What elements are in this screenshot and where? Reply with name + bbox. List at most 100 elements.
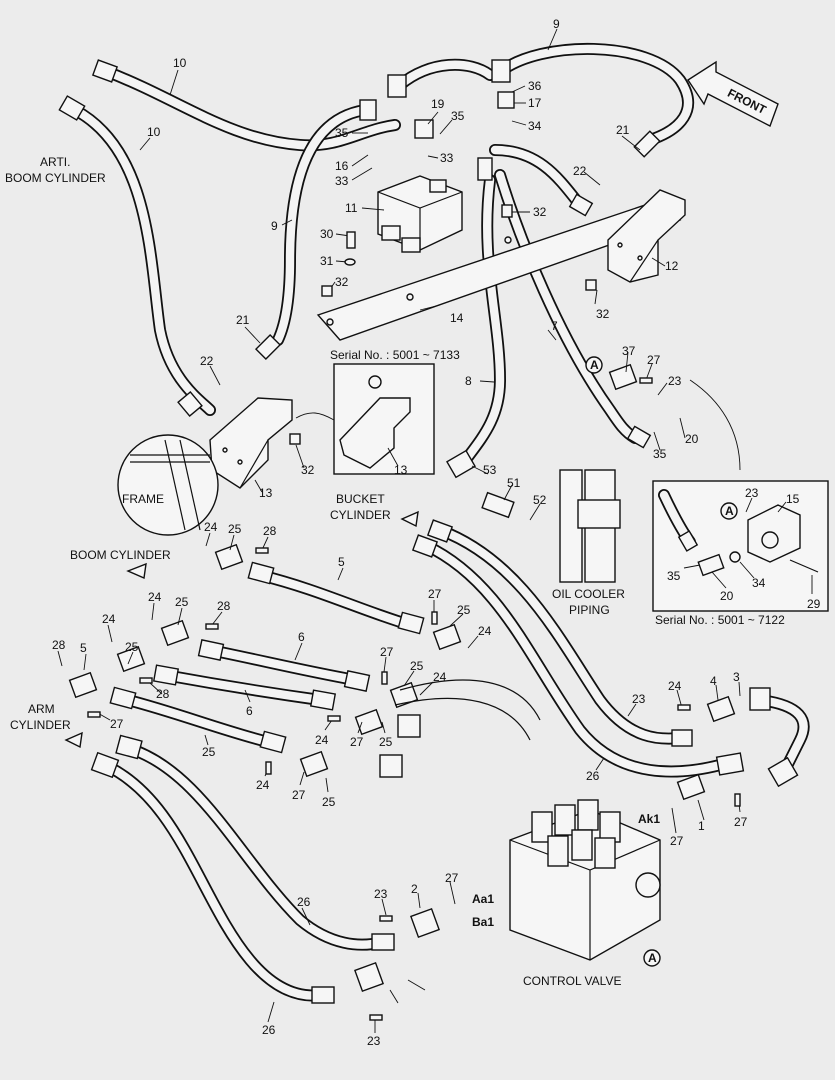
callout: 23 (374, 887, 388, 901)
callout: 28 (52, 638, 66, 652)
hose-6-upper (204, 644, 361, 686)
arti-boom-label-1: ARTI. (40, 155, 70, 169)
serial-7133-label: Serial No. : 5001 ~ 7133 (330, 348, 460, 362)
callout: 15 (786, 492, 800, 506)
svg-text:A: A (648, 951, 657, 965)
hose-8 (456, 174, 506, 471)
serial-inset-15 (652, 480, 829, 612)
callout: 36 (528, 79, 542, 93)
callout: 29 (807, 597, 821, 611)
hose-9-upper (494, 42, 694, 146)
callout: 35 (667, 569, 681, 583)
callout: 25 (228, 522, 242, 536)
callout: 17 (528, 96, 542, 110)
cylinder-lines (379, 679, 541, 778)
callout: 33 (440, 151, 454, 165)
hose-7 (494, 169, 641, 444)
callout: 21 (236, 313, 250, 327)
callout: 32 (301, 463, 315, 477)
callout: 23 (668, 374, 682, 388)
callout: 25 (175, 595, 189, 609)
callout: 28 (263, 524, 277, 538)
arm-label-2: CYLINDER (10, 718, 71, 732)
callout: 9 (271, 219, 278, 233)
callout: 27 (292, 788, 306, 802)
callout: 32 (533, 205, 547, 219)
callout: 16 (335, 159, 349, 173)
hose-4 (434, 524, 686, 745)
callout: 27 (647, 353, 661, 367)
hose-10-upper (102, 66, 401, 152)
hose-fittings (58, 59, 799, 1004)
bracket-12 (607, 189, 686, 283)
callout: 37 (622, 344, 636, 358)
callout: 24 (102, 612, 116, 626)
svg-text:A: A (725, 504, 734, 518)
bucket-arrow (400, 510, 419, 528)
callout: 25 (125, 640, 139, 654)
callout: 22 (200, 354, 214, 368)
bolts (87, 204, 741, 1021)
hose-5-lower (114, 692, 274, 748)
callout: 8 (465, 374, 472, 388)
inset-arrow-path (689, 379, 741, 471)
hose-9-left (272, 104, 371, 346)
callout: 25 (322, 795, 336, 809)
callout: 7 (551, 319, 558, 333)
callout: 25 (410, 659, 424, 673)
arti-boom-label-2: BOOM CYLINDER (5, 171, 106, 185)
callout: 24 (478, 624, 492, 638)
callout: 30 (320, 227, 334, 241)
control-valve (509, 799, 661, 961)
callout: 24 (148, 590, 162, 604)
callout: 24 (668, 679, 682, 693)
callouts: 9 10 10 36 17 19 35 34 35 16 33 33 21 22… (52, 17, 821, 1048)
callout: 24 (315, 733, 329, 747)
hose-6-lower (159, 669, 326, 706)
callout: 6 (246, 704, 253, 718)
callout: 27 (380, 645, 394, 659)
callout: 32 (596, 307, 610, 321)
callout: 35 (451, 109, 465, 123)
callout: 34 (752, 576, 766, 590)
control-valve-label: CONTROL VALVE (523, 974, 621, 988)
callout: 6 (298, 630, 305, 644)
callout: 31 (320, 254, 334, 268)
hose-right-short (489, 144, 586, 211)
callout: 14 (450, 311, 464, 325)
callout: 51 (507, 476, 521, 490)
callout: 5 (338, 555, 345, 569)
callout: 52 (533, 493, 547, 507)
callout: 27 (428, 587, 442, 601)
callout: 25 (379, 735, 393, 749)
callout: 20 (685, 432, 699, 446)
hose-5-upper (254, 569, 416, 631)
callout: 12 (665, 259, 679, 273)
oil-cooler-piping (559, 469, 621, 583)
callout: 26 (586, 769, 600, 783)
callout: 10 (173, 56, 187, 70)
callout: 10 (147, 125, 161, 139)
callout: 1 (698, 819, 705, 833)
callout: 27 (670, 834, 684, 848)
hose-2 (99, 759, 328, 1002)
oil-cooler-label-2: PIPING (569, 603, 610, 617)
callout: 35 (653, 447, 667, 461)
callout: 25 (457, 603, 471, 617)
callout: 33 (335, 174, 349, 188)
callout: 5 (80, 641, 87, 655)
callout: 25 (202, 745, 216, 759)
callout: 21 (616, 123, 630, 137)
serial-inset-13 (295, 363, 435, 475)
callout: 24 (204, 520, 218, 534)
ref-a-2: A (720, 502, 738, 520)
callout: 26 (262, 1023, 276, 1037)
oil-cooler-label-1: OIL COOLER (552, 587, 625, 601)
hose-1 (122, 742, 388, 951)
callout: 3 (733, 670, 740, 684)
frame-detail (117, 434, 219, 536)
callout: 2 (411, 882, 418, 896)
arm-arrow (64, 731, 83, 749)
callout: 13 (394, 463, 408, 477)
